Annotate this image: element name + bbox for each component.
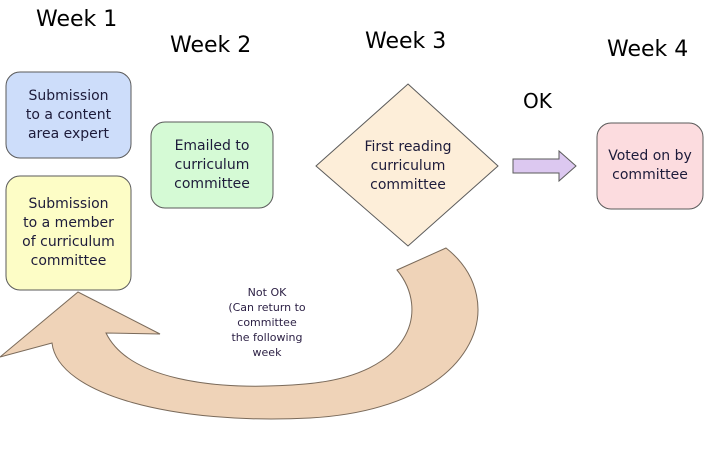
voted-box	[596, 122, 704, 210]
first-reading-text: First reading curriculum committee	[364, 138, 452, 193]
content-expert-text: Submission to a content area expert	[25, 87, 112, 142]
week-4-label: Week 4	[607, 37, 689, 62]
voted-text: Voted on by committee	[608, 148, 692, 183]
emailed-box	[150, 121, 274, 209]
committee-member-text: Submission to a member of curriculum com…	[22, 196, 115, 269]
week-1-label: Week 1	[36, 7, 118, 32]
ok-arrow	[512, 149, 577, 183]
committee-member-box	[5, 175, 132, 291]
ok-label: OK	[523, 89, 552, 113]
return-arrow	[0, 247, 479, 420]
emailed-text: Emailed to curriculum committee	[174, 137, 250, 192]
week-2-label: Week 2	[170, 33, 252, 58]
week-3-label: Week 3	[365, 29, 447, 54]
content-expert-box	[5, 71, 132, 159]
first-reading-diamond	[315, 83, 499, 247]
not-ok-label: Not OK (Can return to committee the foll…	[228, 286, 306, 359]
